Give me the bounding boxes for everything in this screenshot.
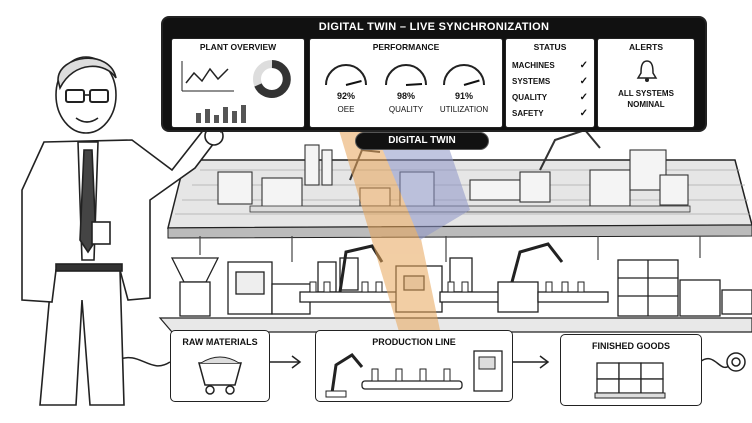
- gauge-needle: [405, 83, 423, 86]
- gauge-dial-icon: [325, 64, 367, 86]
- sync-poles: [199, 236, 701, 262]
- production-line-box: PRODUCTION LINE: [315, 330, 513, 402]
- gauge-label: OEE: [337, 105, 355, 114]
- status-label: MACHINES: [512, 61, 555, 70]
- status-row-quality: QUALITY ✓: [512, 92, 588, 103]
- status-row-safety: SAFETY ✓: [512, 108, 588, 119]
- status-panel: STATUS MACHINES ✓ SYSTEMS ✓ QUALITY ✓ SA…: [505, 38, 595, 128]
- plant-overview-title: PLANT OVERVIEW: [199, 42, 277, 52]
- production-line-icon: [325, 350, 503, 398]
- gauge-label: UTILIZATION: [439, 105, 489, 114]
- performance-title: PERFORMANCE: [372, 42, 440, 52]
- raw-materials-box: RAW MATERIALS: [170, 330, 270, 402]
- bar-chart-icon: [196, 105, 246, 123]
- bell-icon: [636, 60, 658, 82]
- dashboard-title: DIGITAL TWIN – LIVE SYNCHRONIZATION: [318, 21, 550, 33]
- digital-twin-banner: DIGITAL TWIN: [355, 132, 489, 150]
- check-icon: ✓: [579, 92, 588, 103]
- status-row-machines: MACHINES ✓: [512, 60, 588, 71]
- status-row-systems: SYSTEMS ✓: [512, 76, 588, 87]
- gauge-label: QUALITY: [388, 105, 424, 114]
- check-icon: ✓: [579, 108, 588, 119]
- production-line-label: PRODUCTION LINE: [372, 337, 456, 347]
- presenter-figure: [21, 56, 237, 406]
- alerts-message-line1: ALL SYSTEMS: [618, 89, 674, 98]
- gauge-needle: [345, 80, 362, 86]
- flow-end-node: [726, 352, 746, 372]
- check-icon: ✓: [579, 60, 588, 71]
- gauge-value: 98%: [396, 91, 415, 101]
- raw-materials-label: RAW MATERIALS: [182, 337, 258, 347]
- check-icon: ✓: [579, 76, 588, 87]
- plant-overview-charts: [181, 60, 291, 123]
- status-label: SYSTEMS: [512, 77, 551, 86]
- donut-chart-icon: [253, 60, 291, 98]
- plant-overview-panel: PLANT OVERVIEW: [171, 38, 305, 128]
- physical-factory-floor: [158, 242, 752, 333]
- status-title: STATUS: [533, 42, 567, 52]
- gauge-value: 92%: [336, 91, 355, 101]
- finished-goods-box: FINISHED GOODS: [560, 334, 702, 406]
- status-label: QUALITY: [512, 93, 548, 102]
- alerts-panel: ALERTS ALL SYSTEMS NOMINAL: [597, 38, 695, 128]
- status-label: SAFETY: [512, 109, 544, 118]
- performance-panel: PERFORMANCE 92% OEE 98% QUALITY 91% UTILIZATI…: [309, 38, 503, 128]
- gauge-value: 91%: [454, 91, 473, 101]
- alerts-message-line2: NOMINAL: [627, 100, 665, 109]
- sync-dashboard: DIGITAL TWIN – LIVE SYNCHRONIZATION PLAN…: [163, 18, 705, 130]
- alerts-title: ALERTS: [629, 42, 663, 52]
- mine-cart-icon: [198, 356, 242, 395]
- finished-goods-label: FINISHED GOODS: [591, 341, 670, 351]
- line-chart-icon: [181, 61, 234, 92]
- pallet-boxes-icon: [594, 362, 666, 399]
- gauge-dial-icon: [385, 64, 427, 86]
- gauge-dial-icon: [443, 64, 485, 86]
- gauge-needle: [463, 79, 480, 86]
